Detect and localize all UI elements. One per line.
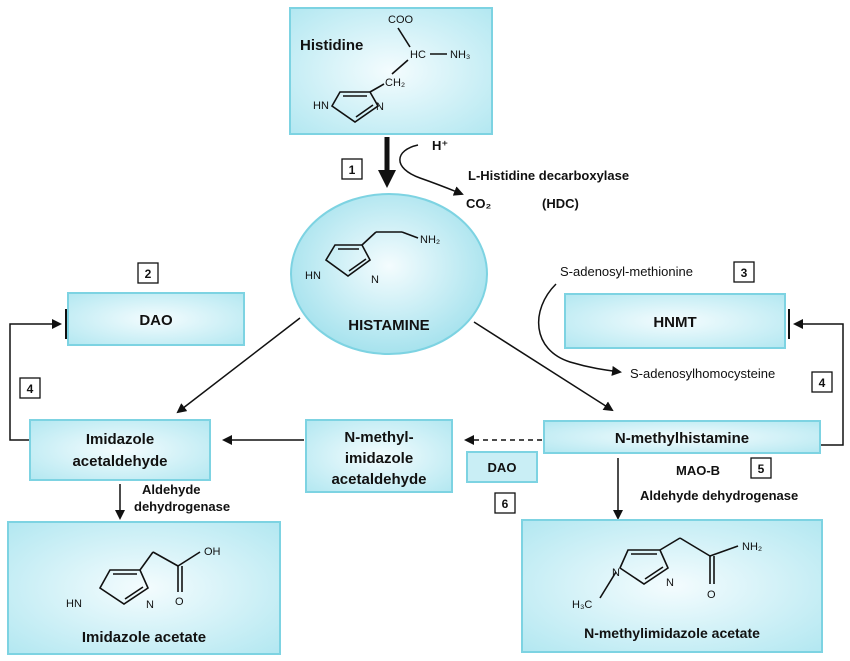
svg-text:6: 6 xyxy=(502,497,509,511)
atom-o: O xyxy=(707,589,716,601)
arrow-to-imidazole-acetaldehyde xyxy=(176,317,301,414)
atom-n: N xyxy=(376,101,384,113)
atom-coo: COO xyxy=(388,14,414,26)
dao-left-label: DAO xyxy=(139,312,173,329)
step-3: 3 xyxy=(733,261,755,283)
atom-hn: HN xyxy=(305,270,321,282)
sah-label: S-adenosylhomocysteine xyxy=(630,366,775,381)
aldehyde-dh-left-line2: dehydrogenase xyxy=(134,499,230,514)
step-5: 5 xyxy=(750,457,772,479)
imidazole-acetaldehyde-line2: acetaldehyde xyxy=(72,453,167,470)
atom-hn: HN xyxy=(66,598,82,610)
decarboxylation-arrow xyxy=(378,137,396,188)
atom-n: N xyxy=(371,274,379,286)
atom-nh2: NH₂ xyxy=(420,234,440,246)
sam-label: S-adenosyl-methionine xyxy=(560,264,693,279)
atom-n: N xyxy=(146,599,154,611)
atom-hc: HC xyxy=(410,49,426,61)
dao-left-box: DAO xyxy=(67,292,245,346)
imidazole-acetate-label: Imidazole acetate xyxy=(82,629,206,646)
svg-text:4: 4 xyxy=(819,376,826,390)
nmia-line2: imidazole xyxy=(345,450,413,467)
n-methylimidazole-acetate-label: N-methylimidazole acetate xyxy=(584,625,760,641)
step-4-right: 4 xyxy=(811,371,833,393)
step-1: 1 xyxy=(341,158,363,180)
hdc-abbr-label: (HDC) xyxy=(542,196,579,211)
step-2: 2 xyxy=(137,262,159,284)
histidine-structure: COO HC NH₃ CH₂ HN N xyxy=(313,14,470,123)
n-methylhistamine-box: N-methylhistamine xyxy=(543,420,821,454)
n-methylimidazole-acetaldehyde-box: N-methyl- imidazole acetaldehyde xyxy=(305,419,453,493)
hdc-name-label: L-Histidine decarboxylase xyxy=(468,168,629,183)
svg-text:3: 3 xyxy=(741,266,748,280)
n-methylimidazole-acetate-structure: NH₂ O N N H₃C xyxy=(572,537,762,611)
svg-text:5: 5 xyxy=(758,462,765,476)
step-6: 6 xyxy=(494,492,516,514)
atom-ch2: CH₂ xyxy=(385,77,405,89)
nmia-line1: N-methyl- xyxy=(344,429,413,446)
histidine-label: Histidine xyxy=(300,37,363,54)
sam-curve xyxy=(537,283,622,376)
arrow-to-n-methylhistamine xyxy=(473,321,614,412)
co2-label: CO₂ xyxy=(466,196,492,211)
histidine-box: Histidine COO HC NH₃ CH₂ HN N xyxy=(289,7,493,135)
feedback-right xyxy=(793,319,844,446)
atom-n-methyl: N xyxy=(612,567,620,579)
imidazole-acetate-box: OH O HN N Imidazole acetate xyxy=(7,521,281,655)
aldehyde-dh-left-line1: Aldehyde xyxy=(142,482,201,497)
imidazole-acetaldehyde-line1: Imidazole xyxy=(86,431,154,448)
feedback-left xyxy=(9,319,62,441)
atom-oh: OH xyxy=(204,546,221,558)
atom-n: N xyxy=(666,577,674,589)
aldehyde-dh-right-label: Aldehyde dehydrogenase xyxy=(640,488,798,503)
atom-hn: HN xyxy=(313,100,329,112)
imidazole-acetaldehyde-box: Imidazole acetaldehyde xyxy=(29,419,211,481)
atom-nh2: NH₂ xyxy=(742,541,762,553)
imidazole-acetate-structure: OH O HN N xyxy=(66,546,221,611)
svg-text:2: 2 xyxy=(145,267,152,281)
dao-small-box: DAO xyxy=(466,451,538,483)
n-methylhistamine-label: N-methylhistamine xyxy=(615,430,749,447)
atom-nh3: NH₃ xyxy=(450,49,470,61)
histamine-structure: NH₂ HN N xyxy=(305,231,440,286)
hnmt-box: HNMT xyxy=(564,293,786,349)
svg-text:1: 1 xyxy=(349,163,356,177)
nmia-line3: acetaldehyde xyxy=(331,471,426,488)
svg-text:4: 4 xyxy=(27,382,34,396)
h-co2-curve xyxy=(399,144,464,196)
atom-h3c: H₃C xyxy=(572,599,592,611)
histamine-label: HISTAMINE xyxy=(348,317,429,334)
dao-small-label: DAO xyxy=(488,460,517,475)
atom-o: O xyxy=(175,596,184,608)
n-methylimidazole-acetate-box: NH₂ O N N H₃C N-methylimidazole acetate xyxy=(521,519,823,653)
histamine-node: NH₂ HN N HISTAMINE xyxy=(290,193,488,355)
h-plus-label: H⁺ xyxy=(432,138,448,153)
hnmt-label: HNMT xyxy=(653,314,696,331)
step-4-left: 4 xyxy=(19,377,41,399)
mao-b-label: MAO-B xyxy=(676,463,720,478)
